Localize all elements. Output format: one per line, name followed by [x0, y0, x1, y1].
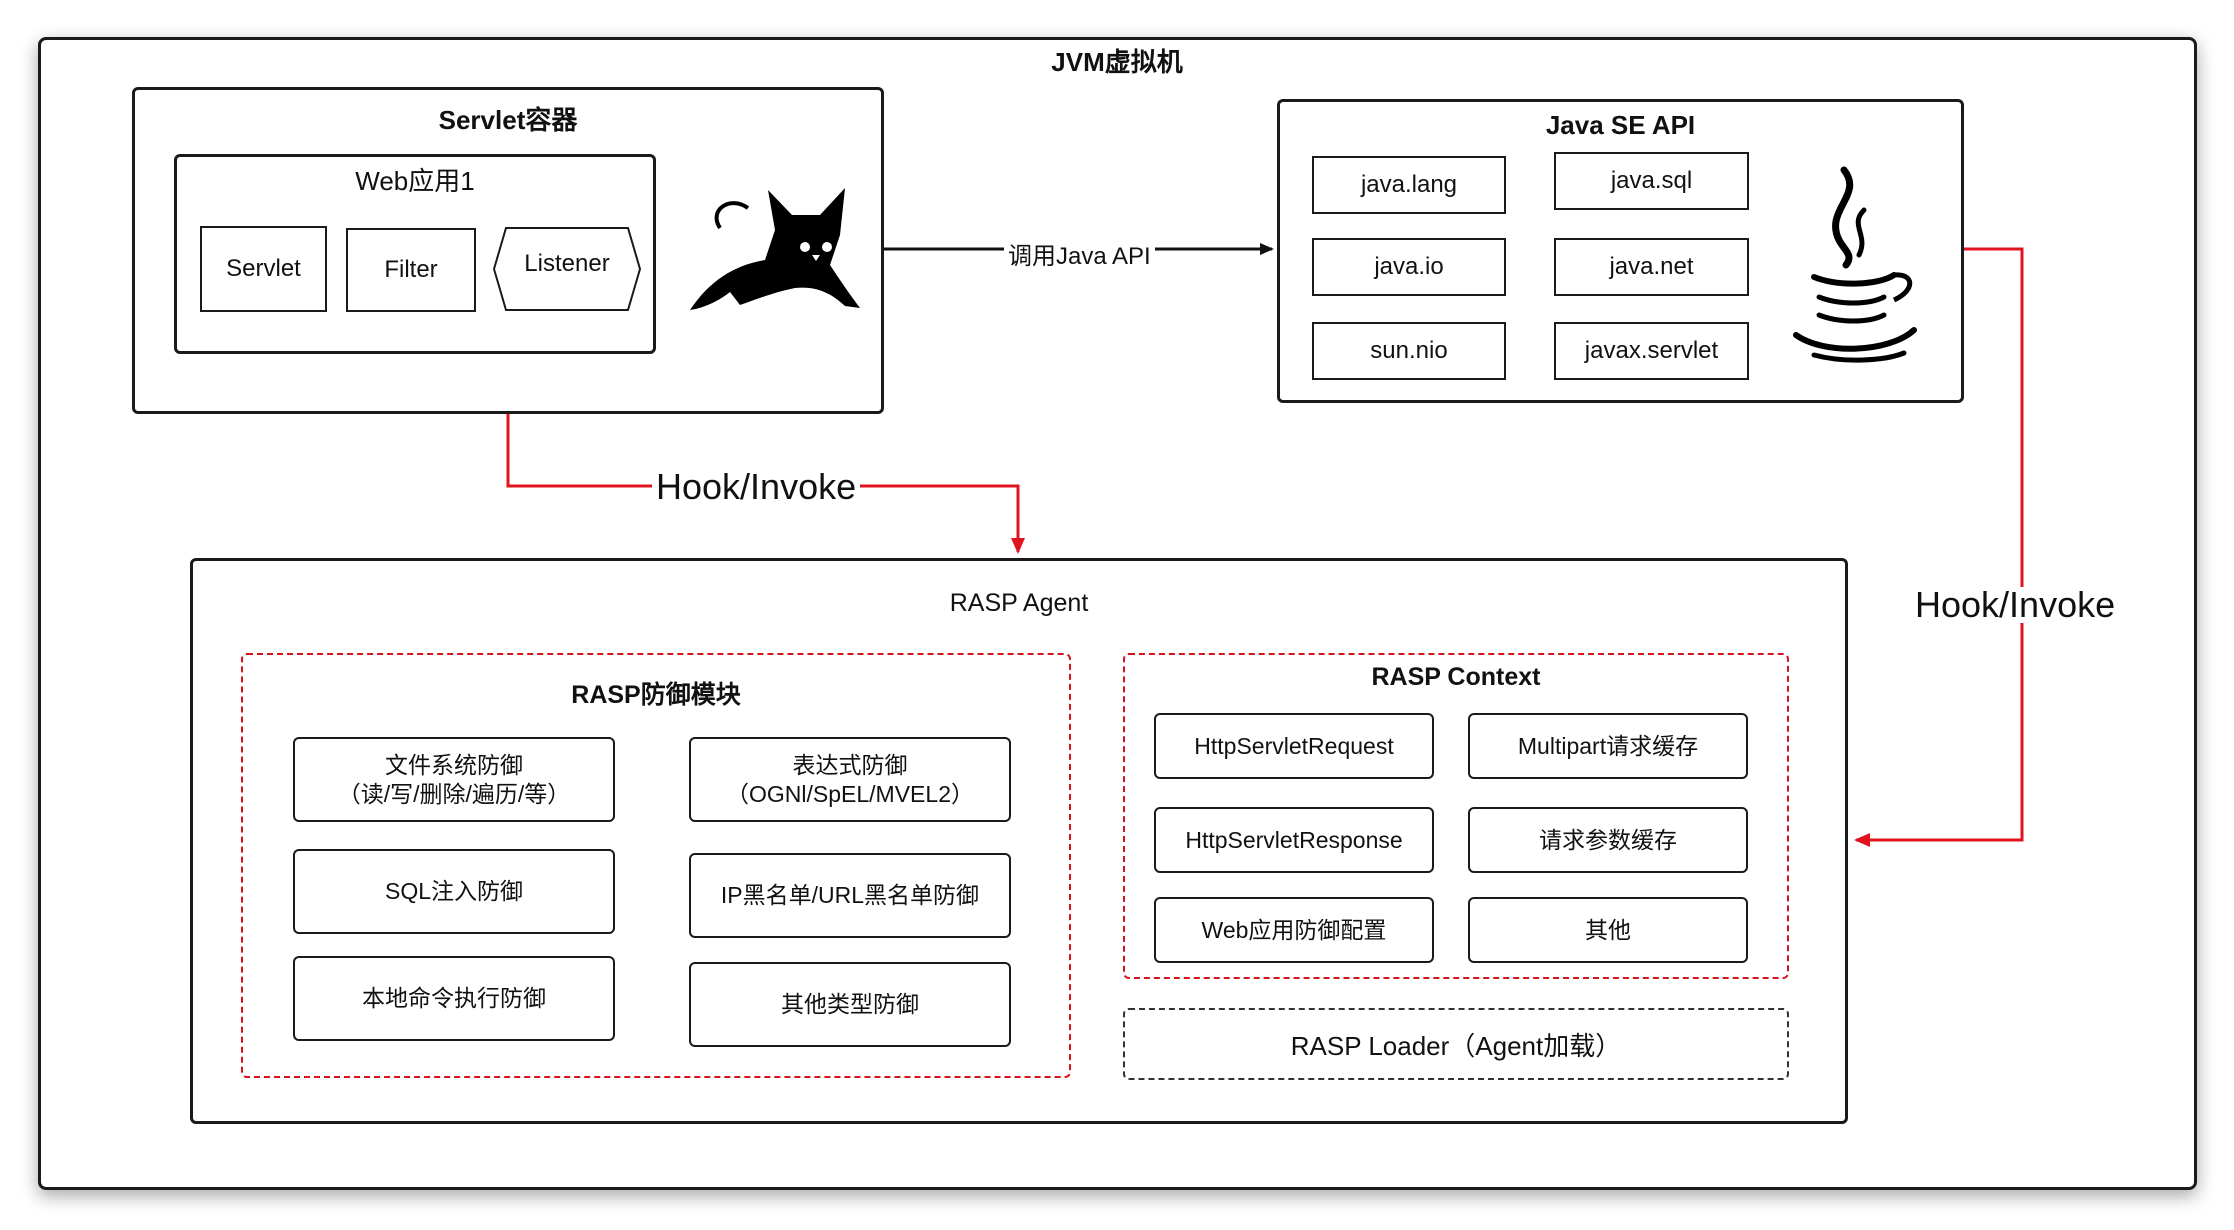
filter-item: Filter	[346, 228, 476, 312]
hook-arrow-right	[1854, 247, 2024, 847]
defense-item-ip-url: IP黑名单/URL黑名单防御	[689, 853, 1011, 938]
defense-item-expression-line1: 表达式防御	[792, 751, 908, 778]
context-item-request: HttpServletRequest	[1154, 713, 1434, 779]
context-item-response: HttpServletResponse	[1154, 807, 1434, 873]
defense-item-filesystem-line2: （读/写/删除/遍历/等）	[337, 780, 571, 807]
rasp-defense-title: RASP防御模块	[571, 681, 741, 709]
pkg-javax-servlet: javax.servlet	[1554, 322, 1749, 380]
listener-item: Listener	[524, 250, 610, 277]
context-item-params: 请求参数缓存	[1468, 807, 1748, 873]
defense-item-other: 其他类型防御	[689, 962, 1011, 1047]
defense-item-filesystem: 文件系统防御 （读/写/删除/遍历/等）	[293, 737, 615, 822]
hook-label-left: Hook/Invoke	[652, 469, 861, 505]
web-app-title: Web应用1	[355, 166, 475, 196]
rasp-defense-module: RASP防御模块	[241, 653, 1071, 1078]
servlet-item: Servlet	[200, 226, 327, 312]
java-se-title: Java SE API	[1545, 110, 1696, 140]
rasp-agent-title: RASP Agent	[949, 589, 1089, 617]
call-java-api-label: 调用Java API	[1004, 236, 1155, 271]
rasp-context: RASP Context	[1123, 653, 1789, 979]
jvm-title: JVM虚拟机	[1051, 47, 1183, 77]
context-item-other: 其他	[1468, 897, 1748, 963]
pkg-sun-nio: sun.nio	[1312, 322, 1506, 380]
defense-item-command: 本地命令执行防御	[293, 956, 615, 1041]
context-item-multipart: Multipart请求缓存	[1468, 713, 1748, 779]
servlet-container-title: Servlet容器	[438, 105, 578, 135]
listener-hexagon	[492, 227, 642, 311]
defense-item-filesystem-line1: 文件系统防御	[385, 751, 523, 778]
pkg-java-io: java.io	[1312, 238, 1506, 296]
pkg-java-net: java.net	[1554, 238, 1749, 296]
hook-label-right: Hook/Invoke	[1911, 587, 2120, 623]
rasp-loader: RASP Loader（Agent加载）	[1123, 1008, 1789, 1080]
context-item-webapp-config: Web应用防御配置	[1154, 897, 1434, 963]
rasp-context-title: RASP Context	[1371, 663, 1541, 691]
tomcat-logo-icon	[690, 188, 860, 310]
java-logo-icon	[1793, 166, 1917, 363]
defense-item-expression: 表达式防御 （OGNl/SpEL/MVEL2）	[689, 737, 1011, 822]
defense-item-sql: SQL注入防御	[293, 849, 615, 934]
pkg-java-sql: java.sql	[1554, 152, 1749, 210]
defense-item-expression-line2: （OGNl/SpEL/MVEL2）	[726, 780, 974, 807]
pkg-java-lang: java.lang	[1312, 156, 1506, 214]
